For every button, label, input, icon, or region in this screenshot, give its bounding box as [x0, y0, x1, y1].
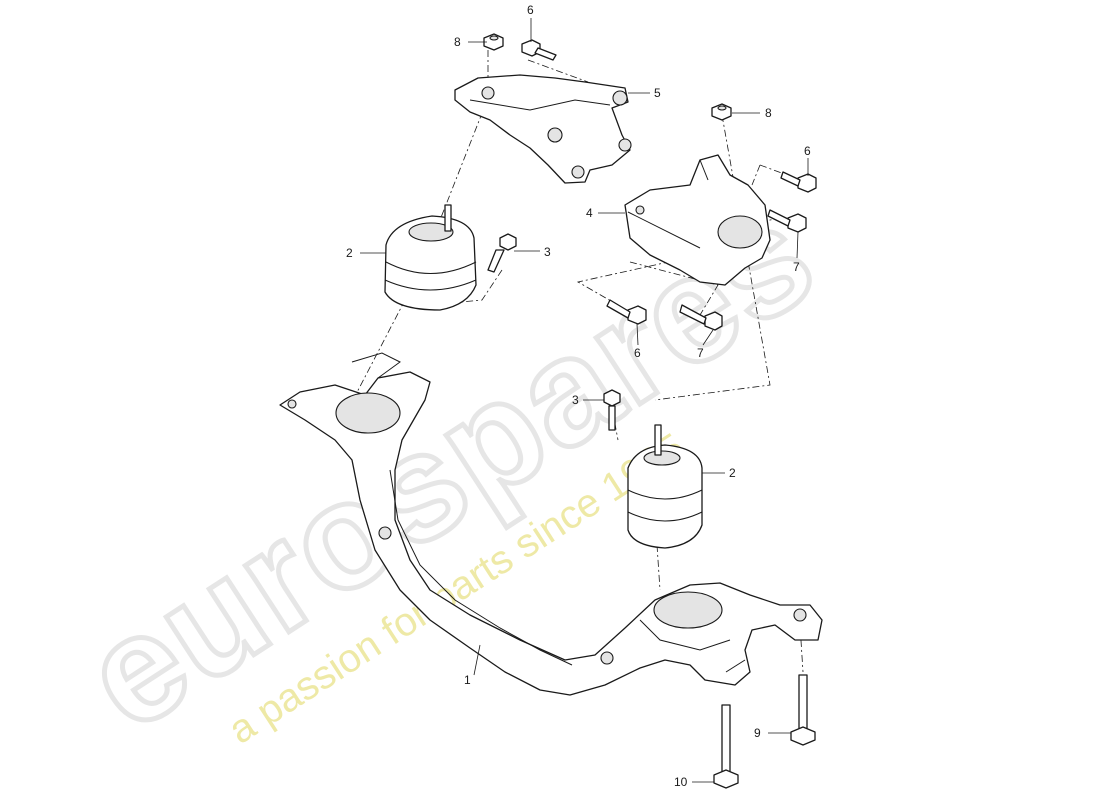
bolt[interactable] [780, 171, 817, 193]
nut[interactable] [711, 103, 732, 121]
nut[interactable] [483, 33, 504, 51]
bolt[interactable] [487, 233, 517, 273]
callout-10: 10 [674, 775, 688, 789]
callout-6-lower: 6 [634, 346, 641, 360]
callout-7-right: 7 [793, 260, 800, 274]
bolt[interactable] [713, 704, 739, 789]
bolt[interactable] [603, 389, 621, 431]
bolt[interactable] [790, 674, 816, 746]
bolt[interactable] [679, 304, 723, 331]
engine-mount-left[interactable] [384, 204, 477, 311]
callout-6-right: 6 [804, 144, 811, 158]
callout-7-lower: 7 [697, 346, 704, 360]
callout-6-top: 6 [527, 3, 534, 17]
callout-4: 4 [586, 206, 593, 220]
bolt[interactable] [606, 299, 647, 325]
callout-9: 9 [754, 726, 761, 740]
right-mount-bracket[interactable] [624, 154, 771, 286]
fasteners [483, 33, 817, 789]
callout-3-left: 3 [544, 245, 551, 259]
callout-3-lower: 3 [572, 393, 579, 407]
engine-mount-right[interactable] [627, 424, 703, 549]
upper-mount-bracket[interactable] [454, 74, 632, 184]
callout-8-top: 8 [454, 35, 461, 49]
bolt[interactable] [521, 39, 557, 61]
leader-lines [360, 18, 809, 783]
callout-8-right: 8 [765, 106, 772, 120]
callouts: 1 2 2 3 3 4 5 6 6 6 7 7 8 8 9 10 [346, 3, 811, 789]
callout-1: 1 [464, 673, 471, 687]
bolt[interactable] [767, 209, 807, 233]
callout-2-left: 2 [346, 246, 353, 260]
crossmember[interactable] [279, 352, 823, 696]
callout-2-right: 2 [729, 466, 736, 480]
callout-5: 5 [654, 86, 661, 100]
